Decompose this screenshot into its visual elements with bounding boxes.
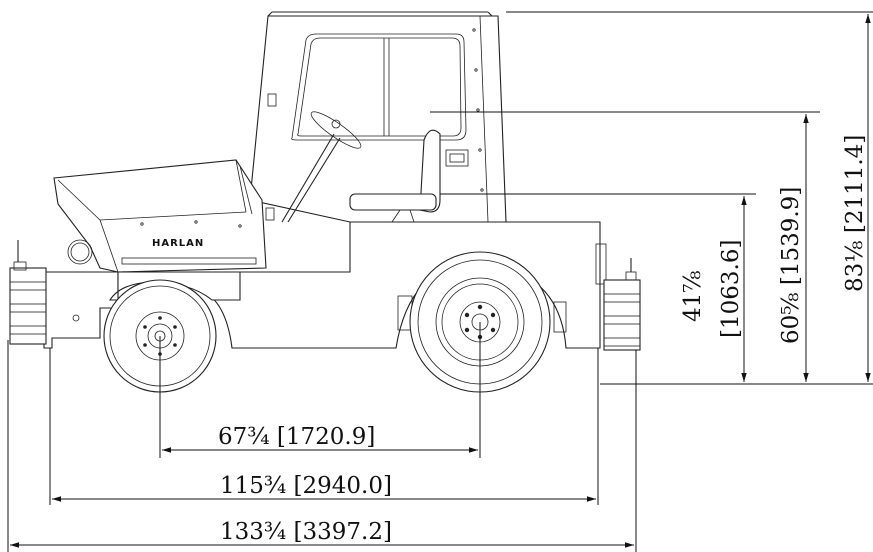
brand-label: HARLAN [152, 238, 204, 249]
tractor-outline: HARLAN [9, 11, 641, 393]
overall-length-label: 115¾ [2940.0] [220, 473, 392, 499]
hood: HARLAN [53, 159, 267, 273]
cab [249, 11, 507, 223]
height-seat-mm-label: [1063.6] [718, 240, 744, 338]
dim-length-with-hitches: 133¾ [3397.2] [10, 519, 634, 548]
length-with-hitches-label: 133¾ [3397.2] [220, 519, 392, 545]
dim-height-cab: 83⅛ [2111.4] [842, 14, 871, 382]
seat [349, 129, 441, 223]
steering-column [281, 111, 362, 223]
chassis [43, 221, 607, 349]
rear-hitch [603, 258, 641, 351]
dim-wheelbase: 67¾ [1720.9] [162, 424, 478, 453]
dim-overall-length: 115¾ [2940.0] [52, 473, 596, 502]
extension-lines [7, 11, 873, 552]
height-cab-label: 83⅛ [2111.4] [842, 135, 868, 292]
dim-height-seat: 41⅞ [1063.6] [680, 196, 747, 382]
front-hitch [9, 240, 47, 345]
wheelbase-label: 67¾ [1720.9] [218, 424, 375, 450]
height-seat-in-label: 41⅞ [680, 270, 706, 322]
height-steering-label: 60⅝ [1539.9] [778, 187, 804, 344]
dim-height-steering: 60⅝ [1539.9] [778, 114, 809, 382]
